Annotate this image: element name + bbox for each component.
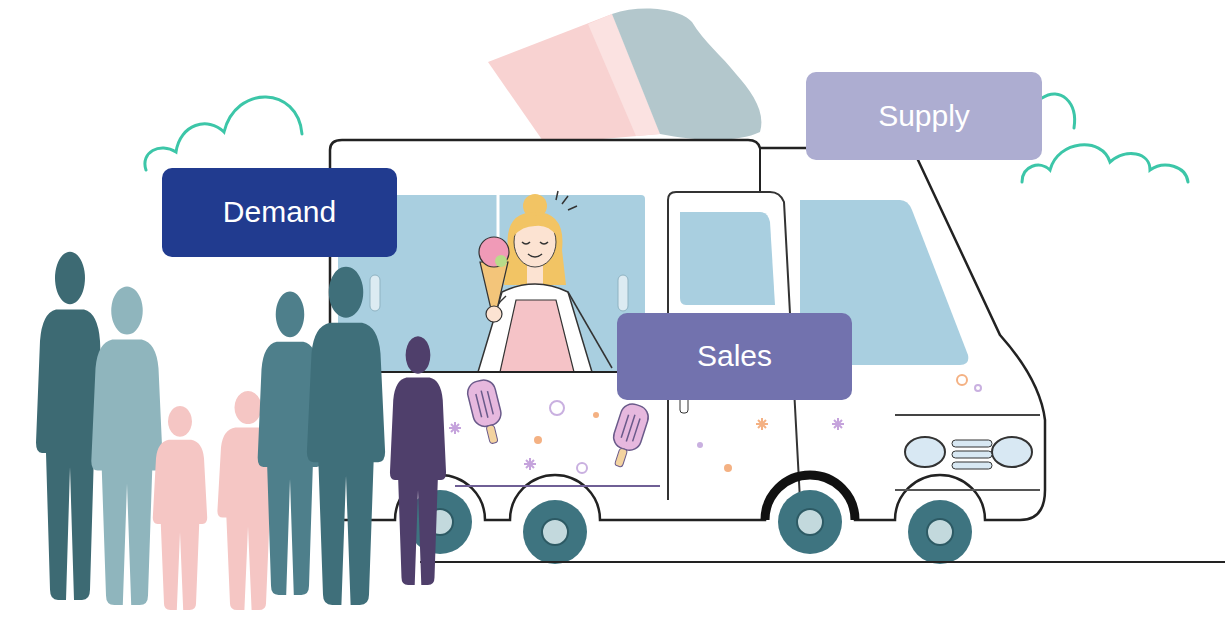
window-handle [370, 275, 380, 311]
scoop [612, 8, 761, 139]
scoop [479, 237, 509, 267]
scoop [495, 255, 507, 267]
customers [36, 252, 446, 610]
bumper [895, 489, 1040, 491]
box-label: Sales [697, 339, 772, 374]
popsicle-stripes [475, 389, 493, 419]
front-line [895, 414, 1040, 416]
arm [568, 292, 612, 368]
person-silhouette [91, 287, 162, 605]
door-window [680, 212, 775, 305]
hub [542, 519, 568, 545]
star [832, 418, 844, 430]
person-silhouette [390, 336, 446, 585]
face-features [522, 242, 548, 257]
headlight [992, 437, 1032, 467]
dot [577, 463, 587, 473]
ground-line [420, 561, 1225, 563]
grille [952, 440, 992, 447]
wheel [778, 490, 842, 554]
fringe [514, 216, 557, 236]
person-silhouette [153, 406, 207, 610]
box-label: Supply [878, 99, 970, 134]
cloud [1042, 94, 1075, 128]
apron [500, 300, 574, 372]
dot [697, 442, 703, 448]
grille [952, 451, 992, 458]
star [449, 422, 461, 434]
person-silhouette [307, 267, 385, 605]
dot [534, 436, 542, 444]
dot [975, 385, 981, 391]
dot [724, 464, 732, 472]
hub [927, 519, 953, 545]
vendor [478, 191, 612, 372]
star [756, 418, 768, 430]
cone [480, 262, 508, 322]
wheels [408, 490, 972, 564]
label-box: Supply [806, 72, 1042, 160]
dot [957, 375, 967, 385]
popsicle-stick [614, 448, 627, 468]
label-box: Sales [617, 313, 852, 400]
popsicle-stick [486, 425, 498, 444]
surprise-lines [556, 191, 577, 210]
popsicle-stripes [621, 413, 641, 443]
window-handle [618, 275, 628, 311]
cloud [145, 97, 302, 170]
star [524, 458, 536, 470]
label-box: Demand [162, 168, 397, 257]
hand [486, 306, 502, 322]
popsicle-top [611, 401, 652, 453]
trim-line [455, 485, 660, 487]
popsicle [465, 378, 508, 447]
wheel [908, 500, 972, 564]
popsicle-top [465, 378, 503, 429]
hub [797, 509, 823, 535]
hair [504, 212, 566, 285]
headlight [905, 437, 945, 467]
cloud [1022, 145, 1188, 182]
dot [593, 412, 599, 418]
dot [550, 401, 564, 415]
grille [952, 462, 992, 469]
roof-ice-cream [488, 8, 761, 144]
roof-step [759, 148, 761, 192]
wheel [523, 500, 587, 564]
box-label: Demand [223, 195, 336, 230]
popsicle [605, 401, 651, 471]
